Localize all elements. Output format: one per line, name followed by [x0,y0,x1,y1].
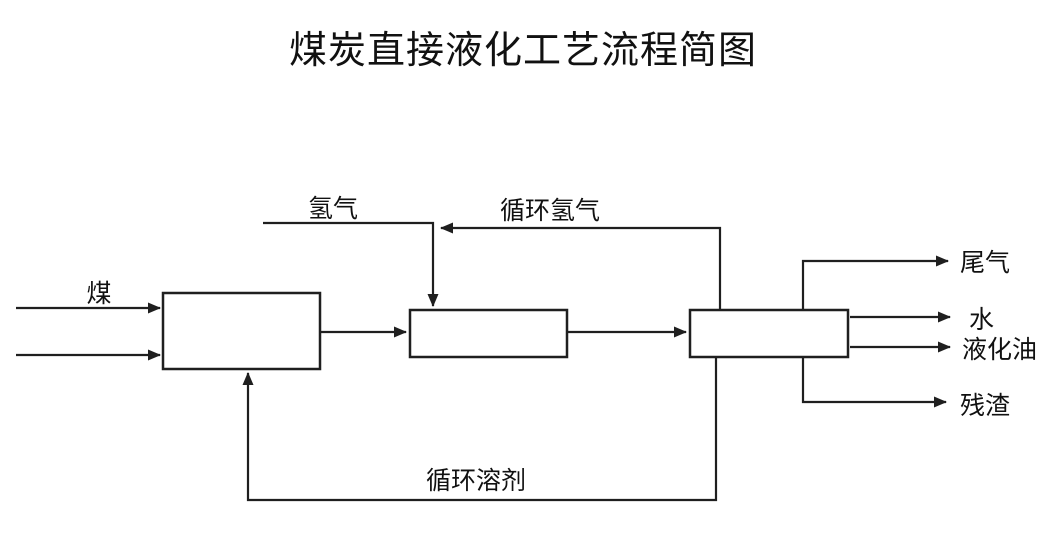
process-box-slurry-prep [161,291,322,371]
residue-label: 残渣 [960,392,1010,420]
water-label: 水 [969,306,994,334]
recycle-hydrogen-line [440,222,722,310]
tail-gas-label: 尾气 [960,249,1010,277]
process-boxes [161,291,850,371]
recycle-solvent-label: 循环溶剂 [426,467,526,495]
stream-labels: 煤 氢气 循环氢气 尾气 水 液化油 残渣 循环溶剂 [86,195,1037,495]
process-box-reactor [408,308,569,359]
coal-label: 煤 [86,280,111,308]
recycle-hydrogen-label: 循环氢气 [500,197,600,225]
process-box-separator [688,308,850,359]
connectors [16,221,951,502]
hydrogen-label: 氢气 [308,195,358,223]
liquefied-oil-label: 液化油 [962,336,1037,364]
recycle-solvent-line [242,357,718,502]
hydrogen-feed-line [263,221,439,307]
tail-gas-line [801,255,949,310]
residue-line [801,357,947,408]
page-title: 煤炭直接液化工艺流程简图 [289,30,757,72]
